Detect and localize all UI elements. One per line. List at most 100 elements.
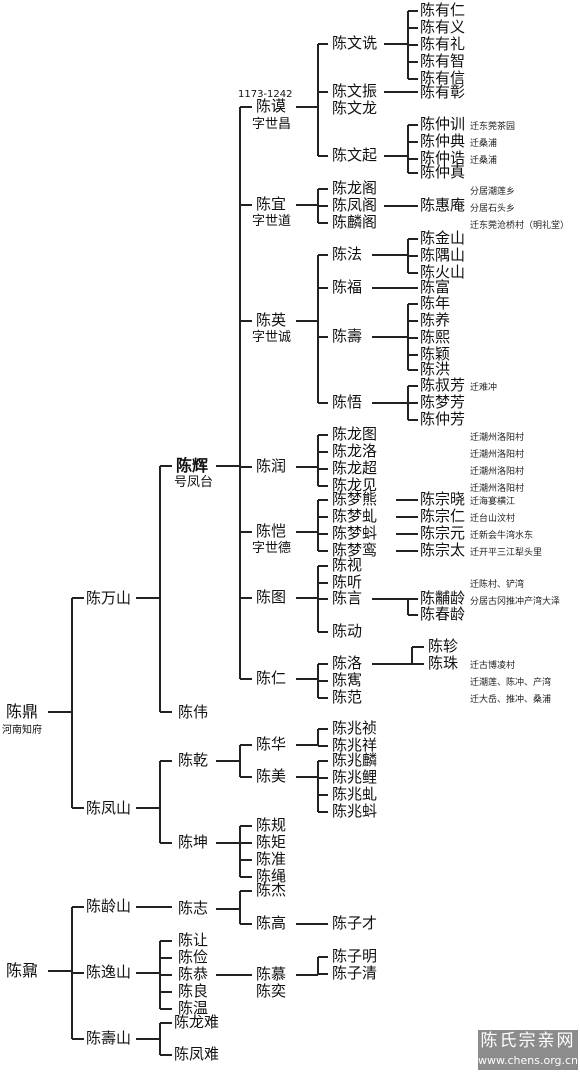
node-chen-qian: 陈乾	[178, 751, 209, 769]
note-longjian: 迁潮州洛阳村	[470, 484, 525, 494]
node-fan: 陈范	[332, 688, 363, 706]
node-longchao: 陈龙超	[332, 459, 378, 477]
node-yi2: 陈奕	[256, 982, 287, 1000]
note-yan-2: 分居古冈推冲产湾大泽	[470, 597, 561, 607]
node-chen-kun: 陈坤	[178, 833, 209, 851]
node-luo: 陈洛	[332, 654, 363, 672]
node-ju: 陈寯	[332, 671, 363, 689]
node-feng-ge: 陈凤阁	[332, 196, 378, 214]
node-zongxiao: 陈宗晓	[420, 490, 466, 508]
note-zongren: 迁台山汶村	[470, 514, 516, 524]
node-wen-long: 陈文龙	[332, 99, 378, 117]
node-chen-ding-title: 河南知府	[2, 725, 42, 736]
node-hong: 陈洪	[420, 360, 451, 378]
node-chen-run: 陈润	[256, 457, 287, 475]
node-gao: 陈高	[256, 914, 287, 932]
node-fu: 陈福	[332, 278, 363, 296]
node-yishan: 陈逸山	[86, 963, 132, 981]
note-yan-1: 迁陈村、铲湾	[470, 580, 525, 590]
node-long-ge: 陈龙阁	[332, 179, 378, 197]
note-zhu-1: 迁古博凌村	[470, 661, 516, 671]
node-huoshan: 陈火山	[420, 263, 466, 281]
note-zongtai: 迁开平三江犁头里	[470, 548, 543, 558]
node-chen-hui-hao: 号凤台	[174, 475, 214, 490]
node-wen: 陈温	[178, 999, 209, 1017]
note-hui-1: 分居潮莲乡	[470, 187, 516, 197]
note-zhong-dian: 迁桑浦	[470, 139, 498, 149]
node-hua: 陈华	[256, 735, 287, 753]
node-zhong-gao: 陈仲诰	[420, 149, 466, 167]
node-zhao-qiu: 陈兆虬	[332, 785, 378, 803]
node-longluo: 陈龙洛	[332, 442, 378, 460]
node-hui-an: 陈惠庵	[420, 196, 466, 214]
node-shoushan: 陈壽山	[86, 1029, 132, 1047]
node-wen-qi: 陈文起	[332, 146, 378, 164]
node-zhong-xun: 陈仲训	[420, 115, 466, 133]
node-chen-yi-zi: 字世道	[252, 214, 292, 229]
note-longchao: 迁潮州洛阳村	[470, 467, 525, 477]
node-wen-zhen: 陈文振	[332, 82, 378, 100]
node-zongtai: 陈宗太	[420, 541, 466, 559]
node-you-ren: 陈有仁	[420, 1, 466, 19]
node-jinshan: 陈金山	[420, 229, 466, 247]
note-longluo: 迁潮州洛阳村	[470, 450, 525, 460]
node-longnan: 陈龙难	[174, 1013, 220, 1031]
node-chen-wei: 陈伟	[178, 703, 209, 721]
node-zhu: 陈珠	[428, 654, 459, 672]
node-chen-mo: 陈谟	[256, 97, 287, 115]
node-gui: 陈规	[256, 816, 287, 834]
node-zhong-zhen: 陈仲真	[420, 163, 466, 181]
node-chen-fengshan: 陈凤山	[86, 799, 132, 817]
note-zhong-gao: 迁桑浦	[470, 156, 498, 166]
node-zhen: 陈轸	[428, 637, 459, 655]
note-longtu: 迁潮州洛阳村	[470, 433, 525, 443]
node-you-yi: 陈有义	[420, 18, 466, 36]
node-chen-wanshan: 陈万山	[86, 589, 132, 607]
node-longjian: 陈龙见	[332, 476, 378, 494]
node-fuling: 陈黼龄	[420, 589, 466, 607]
node-fa: 陈法	[332, 245, 363, 263]
node-zhi: 陈志	[178, 899, 209, 917]
node-liang: 陈良	[178, 982, 209, 1000]
node-chen-ding: 陈鼎	[6, 702, 39, 721]
node-wu: 陈悟	[332, 393, 363, 411]
node-years: 1173-1242	[238, 89, 293, 100]
node-yushan: 陈隅山	[420, 246, 466, 264]
node-shi: 陈视	[332, 556, 363, 574]
node-wen-shen: 陈文诜	[332, 34, 378, 52]
node-zhao-xiang: 陈兆祥	[332, 736, 378, 754]
note-zhong-xun: 迁东莞茶园	[470, 122, 516, 132]
site-watermark-title: 陈氏宗亲网	[478, 1030, 578, 1052]
node-zhao-dou: 陈兆蚪	[332, 802, 378, 820]
node-dong: 陈动	[332, 622, 363, 640]
node-mengqiu: 陈梦虬	[332, 507, 378, 525]
node-chen-tu: 陈图	[256, 588, 287, 606]
node-you-li: 陈有礼	[420, 35, 466, 53]
note-shufang: 迁难冲	[470, 383, 498, 393]
node-lin-ge: 陈麟阁	[332, 213, 378, 231]
node-chen-kai-zi: 字世德	[252, 541, 292, 556]
node-ju2: 陈矩	[256, 833, 287, 851]
node-chen-hui: 陈辉	[176, 456, 209, 475]
node-ziming: 陈子明	[332, 947, 378, 965]
node-zhao-zhen: 陈兆祯	[332, 719, 378, 737]
node-shou: 陈壽	[332, 327, 363, 345]
node-ting: 陈听	[332, 573, 363, 591]
note-zhu-3: 迁大岳、推冲、桑浦	[470, 695, 552, 705]
node-mei: 陈美	[256, 767, 287, 785]
node-zhong-dian: 陈仲典	[420, 132, 466, 150]
node-zongren: 陈宗仁	[420, 507, 466, 525]
note-hui-2: 分居石头乡	[470, 204, 516, 214]
node-yang: 陈养	[420, 311, 451, 329]
node-chen-ren: 陈仁	[256, 669, 287, 687]
node-lingshan: 陈龄山	[86, 897, 132, 915]
note-zongxiao: 迁海宴横江	[470, 497, 516, 507]
node-mengluan: 陈梦鸾	[332, 541, 378, 559]
node-zicai: 陈子才	[332, 914, 378, 932]
node-ying2: 陈颖	[420, 345, 451, 363]
note-hui-3: 迁东莞沧桥村（明礼堂）	[470, 221, 570, 231]
node-chen-ding2: 陈鼐	[6, 961, 39, 980]
node-mengneng: 陈梦熊	[332, 490, 378, 508]
node-mengdou: 陈梦蚪	[332, 524, 378, 542]
